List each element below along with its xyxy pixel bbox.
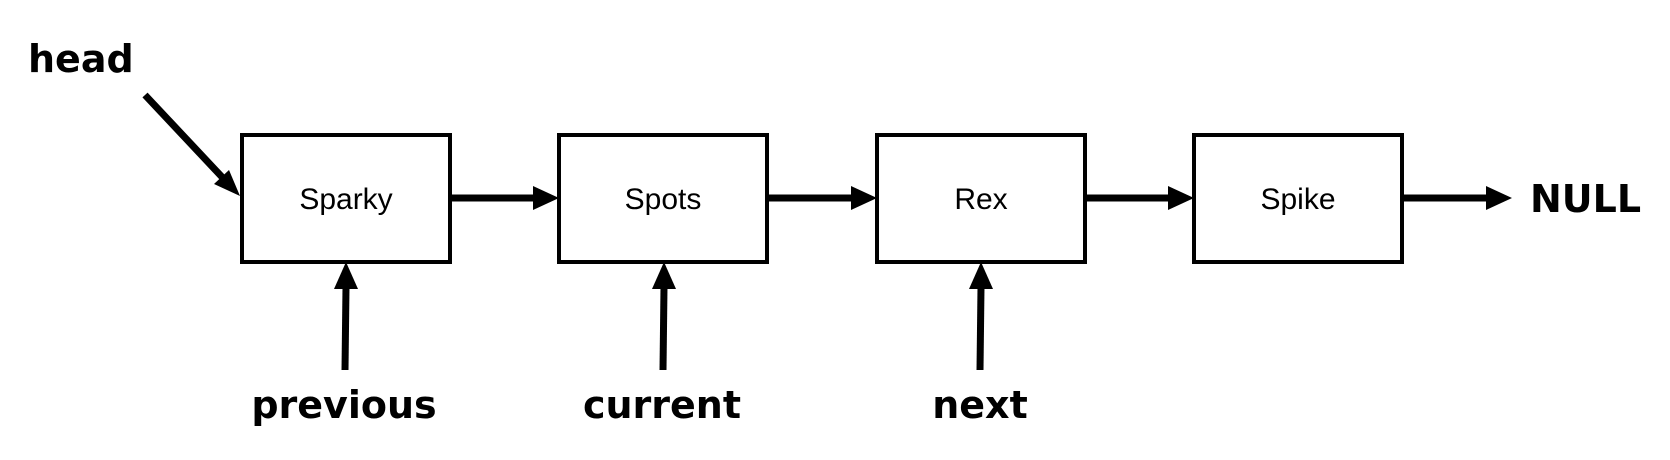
link-arrow-rex-spike — [1085, 186, 1194, 210]
current-label: current — [583, 383, 741, 427]
link-arrow-spots-rex — [767, 186, 877, 210]
link-arrow-sparky-spots — [450, 186, 559, 210]
next-pointer-arrow — [969, 262, 993, 371]
null-label: NULL — [1530, 177, 1641, 221]
next-label: next — [932, 383, 1028, 427]
previous-pointer-arrow — [334, 262, 358, 371]
link-arrow-spike-null — [1402, 186, 1512, 210]
node-spike: Spike — [1192, 133, 1404, 264]
node-label: Spike — [1260, 183, 1335, 216]
head-label: head — [28, 37, 134, 81]
head-pointer-arrow — [142, 92, 240, 196]
node-spots: Spots — [557, 133, 769, 264]
node-label: Rex — [954, 183, 1007, 216]
node-rex: Rex — [875, 133, 1087, 264]
previous-label: previous — [251, 383, 436, 427]
node-label: Sparky — [299, 183, 392, 216]
current-pointer-arrow — [652, 262, 676, 371]
node-sparky: Sparky — [240, 133, 452, 264]
node-label: Spots — [625, 183, 702, 216]
